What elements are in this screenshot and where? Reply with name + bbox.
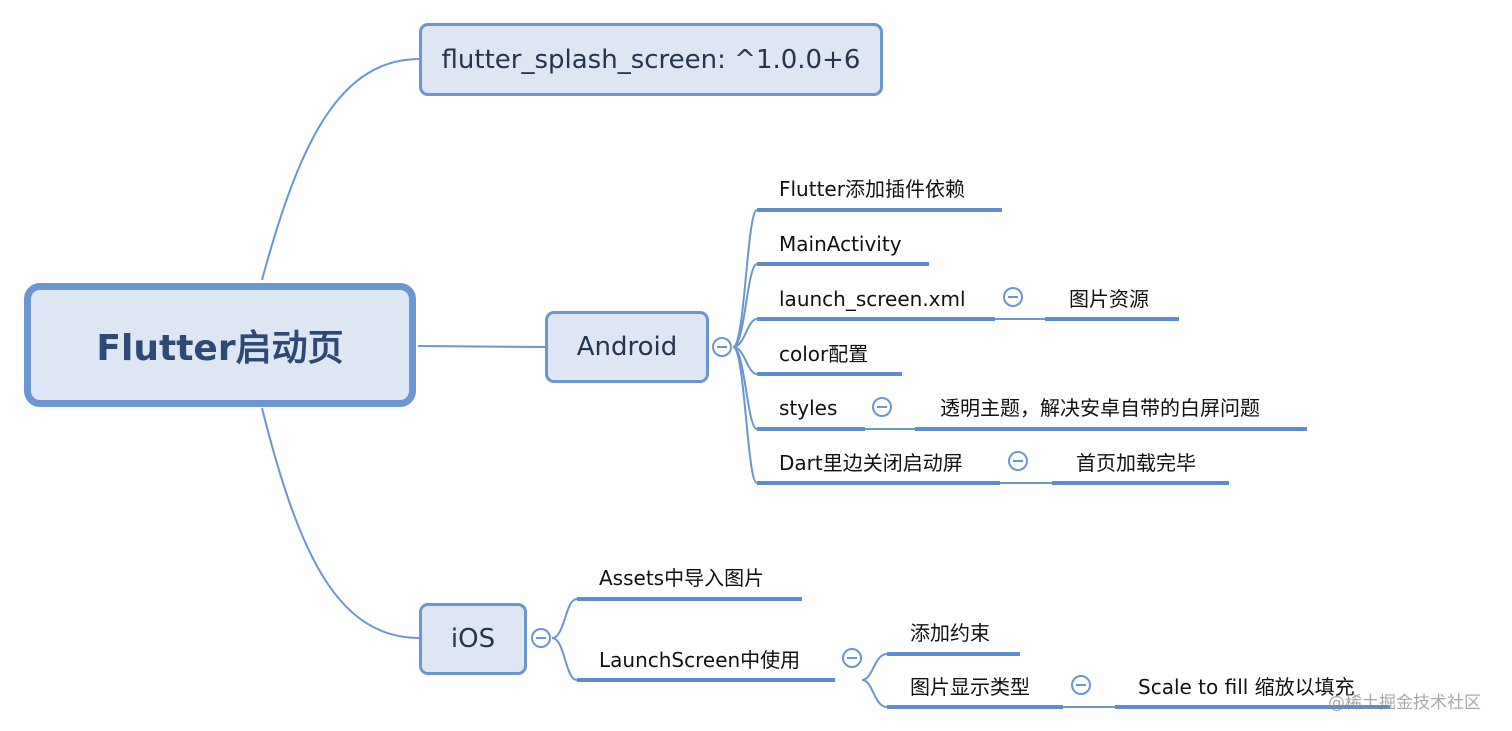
styles-child[interactable]: 透明主题，解决安卓自带的白屏问题 xyxy=(940,396,1260,420)
android-node-label: Android xyxy=(576,332,678,362)
root-node[interactable]: Flutter启动页 xyxy=(24,283,416,407)
android-item-launch-screen-underline xyxy=(757,317,995,321)
launch-screen-collapse-icon[interactable] xyxy=(1003,287,1023,307)
launchscreen-collapse-icon[interactable] xyxy=(842,648,862,668)
dependency-node[interactable]: flutter_splash_screen: ^1.0.0+6 xyxy=(419,23,883,96)
display-type-collapse-icon[interactable] xyxy=(1071,675,1091,695)
ios-item-assets[interactable]: Assets中导入图片 xyxy=(599,566,765,590)
android-item-dart-close[interactable]: Dart里边关闭启动屏 xyxy=(779,451,963,475)
android-item-dart-close-underline xyxy=(757,481,1000,485)
dart-close-child[interactable]: 首页加载完毕 xyxy=(1076,451,1196,475)
launch-screen-child-underline xyxy=(1045,317,1179,321)
display-type-child[interactable]: Scale to fill 缩放以填充 xyxy=(1138,675,1355,699)
android-item-plugin-underline xyxy=(757,208,1002,212)
android-item-launch-screen[interactable]: launch_screen.xml xyxy=(779,287,966,311)
dart-close-collapse-icon[interactable] xyxy=(1008,451,1028,471)
display-type-child-underline xyxy=(1115,705,1390,709)
android-item-color[interactable]: color配置 xyxy=(779,342,869,366)
dependency-node-label: flutter_splash_screen: ^1.0.0+6 xyxy=(441,44,861,75)
android-collapse-icon[interactable] xyxy=(712,337,732,357)
android-item-mainactivity-underline xyxy=(757,262,929,266)
ios-collapse-icon[interactable] xyxy=(531,628,551,648)
launchscreen-child-constraints-underline xyxy=(887,652,1020,656)
android-item-styles-underline xyxy=(757,427,865,431)
launchscreen-child-display-type-underline xyxy=(887,705,1063,709)
root-node-label: Flutter启动页 xyxy=(96,328,344,369)
ios-item-launchscreen-underline xyxy=(577,678,835,682)
android-item-mainactivity[interactable]: MainActivity xyxy=(779,232,902,256)
android-item-styles[interactable]: styles xyxy=(779,396,838,420)
launchscreen-child-constraints[interactable]: 添加约束 xyxy=(910,621,990,645)
styles-child-underline xyxy=(915,427,1307,431)
ios-item-launchscreen[interactable]: LaunchScreen中使用 xyxy=(599,648,801,672)
launch-screen-child[interactable]: 图片资源 xyxy=(1069,287,1149,311)
android-item-color-underline xyxy=(757,372,902,376)
styles-collapse-icon[interactable] xyxy=(872,397,892,417)
android-item-plugin[interactable]: Flutter添加插件依赖 xyxy=(779,177,965,201)
launchscreen-child-display-type[interactable]: 图片显示类型 xyxy=(910,675,1030,699)
ios-node[interactable]: iOS xyxy=(419,603,527,675)
ios-node-label: iOS xyxy=(450,624,496,654)
android-node[interactable]: Android xyxy=(545,311,709,383)
ios-item-assets-underline xyxy=(577,597,802,601)
watermark: @稀土掘金技术社区 xyxy=(1328,693,1481,713)
dart-close-child-underline xyxy=(1052,481,1229,485)
